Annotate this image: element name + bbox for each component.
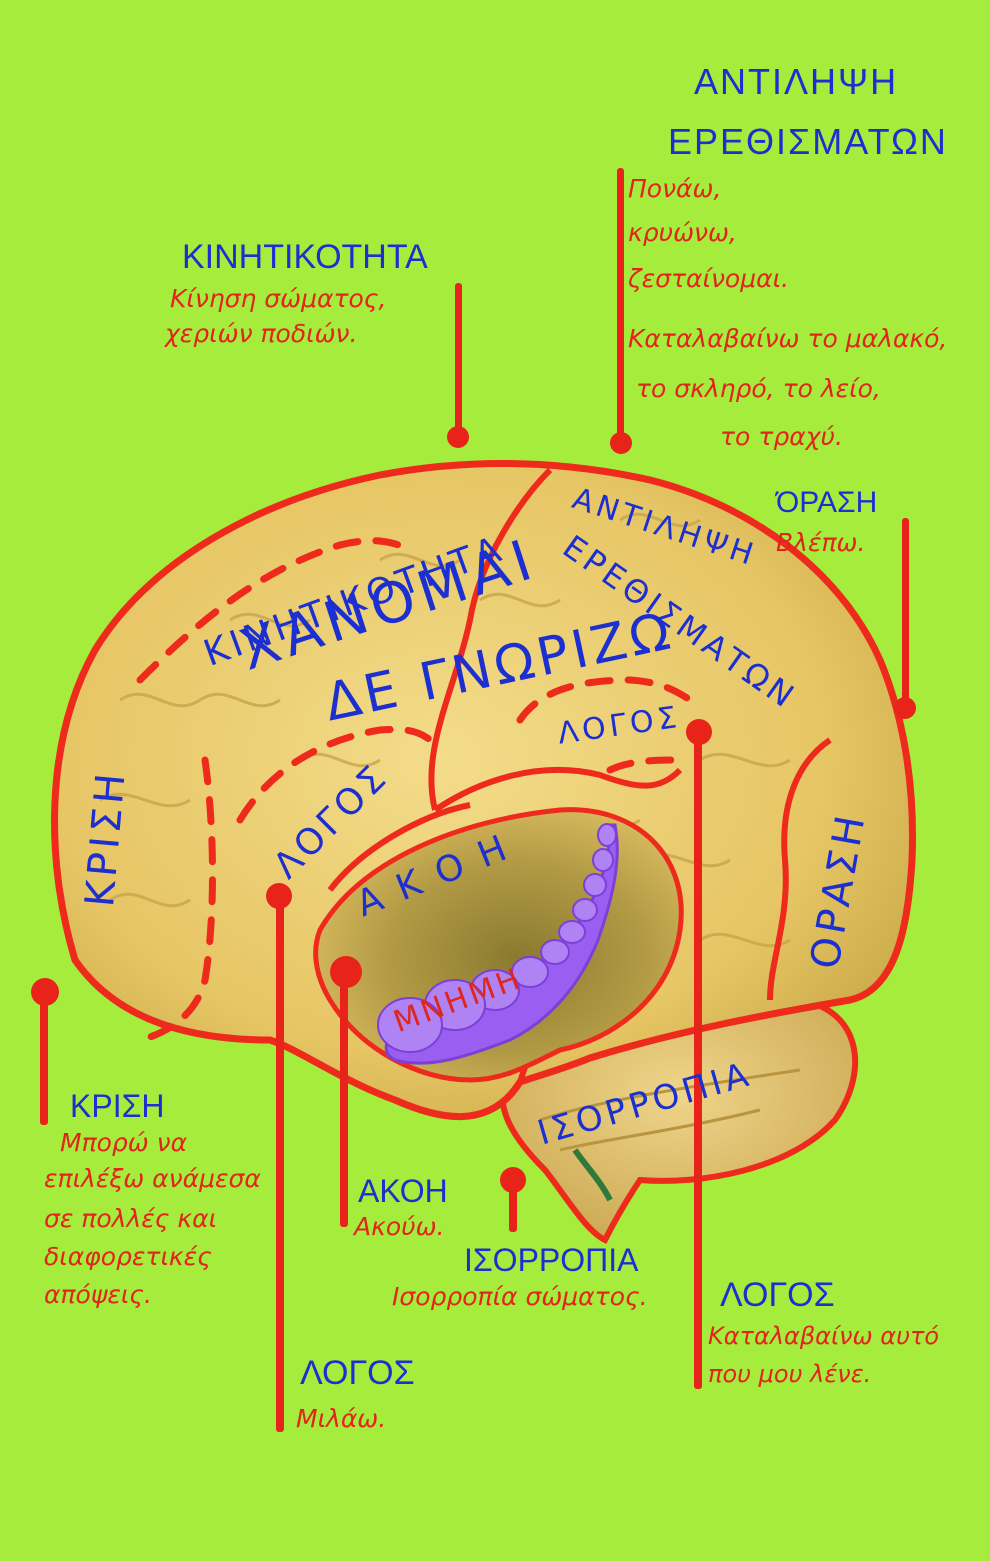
- callout-krisi-line4: διαφορετικές: [44, 1242, 212, 1271]
- callout-logos-right-title: ΛΟΓΟΣ: [720, 1276, 835, 1314]
- brain-label-krisi: ΚΡΙΣΗ: [77, 767, 135, 909]
- callout-kinitikotita-title: ΚΙΝΗΤΙΚΟΤΗΤΑ: [182, 238, 428, 276]
- callout-logos-right-line2: που μου λένε.: [708, 1360, 872, 1388]
- callout-orasi-line1: Βλέπω.: [776, 528, 866, 557]
- leader-dot-orasi: [894, 697, 916, 719]
- leader-dot-antilipsi: [610, 432, 632, 454]
- callout-antilipsi-line5: το σκληρό, το λείο,: [636, 374, 881, 403]
- leader-line-akoi: [340, 975, 348, 1227]
- leader-line-logos-back: [694, 735, 702, 1389]
- callout-logos-right-line1: Καταλαβαίνω αυτό: [708, 1322, 940, 1350]
- callout-isorropia-line1: Ισορροπία σώματος.: [392, 1282, 648, 1311]
- leader-line-isorropia: [509, 1180, 517, 1232]
- callout-logos-bottom-line1: Μιλάω.: [296, 1404, 387, 1433]
- callout-antilipsi-line3: ζεσταίνομαι.: [628, 264, 789, 293]
- callout-antilipsi-line4: Καταλαβαίνω το μαλακό,: [628, 324, 948, 353]
- leader-dot-kinitikotita: [447, 426, 469, 448]
- callout-krisi-title: ΚΡΙΣΗ: [70, 1088, 165, 1124]
- callout-antilipsi-line2: κρυώνω,: [628, 218, 737, 247]
- callout-kinitikotita-line1: Κίνηση σώματος,: [170, 284, 387, 313]
- leader-line-antilipsi: [617, 168, 624, 440]
- callout-krisi-line3: σε πολλές και: [44, 1204, 218, 1233]
- callout-antilipsi-title2: ΕΡΕΘΙΣΜΑΤΩΝ: [668, 121, 948, 162]
- callout-krisi-line5: απόψεις.: [44, 1280, 152, 1309]
- callout-logos-bottom-title: ΛΟΓΟΣ: [300, 1354, 415, 1392]
- callout-antilipsi-line1: Πονάω,: [628, 174, 722, 203]
- leader-line-orasi: [902, 518, 909, 708]
- leader-line-logos-front: [276, 900, 284, 1432]
- leader-line-krisi: [40, 995, 48, 1125]
- callout-isorropia-title: ΙΣΟΡΡΟΠΙΑ: [464, 1242, 639, 1278]
- callout-kinitikotita-line2: χεριών ποδιών.: [165, 319, 358, 348]
- callout-akoi-line1: Ακούω.: [354, 1212, 445, 1241]
- callout-orasi-title: ΌΡΑΣΗ: [776, 486, 878, 519]
- callout-krisi-line2: επιλέξω ανάμεσα: [44, 1164, 261, 1193]
- callout-antilipsi-line6: το τραχύ.: [720, 422, 843, 451]
- callout-akoi-title: ΑΚΟΗ: [358, 1173, 448, 1209]
- callout-krisi-line1: Μπορώ να: [60, 1128, 188, 1157]
- memory-hippocampus: [377, 823, 619, 1065]
- callout-antilipsi-title1: ΑΝΤΙΛΗΨΗ: [694, 61, 899, 102]
- leader-line-kinitikotita: [455, 283, 462, 435]
